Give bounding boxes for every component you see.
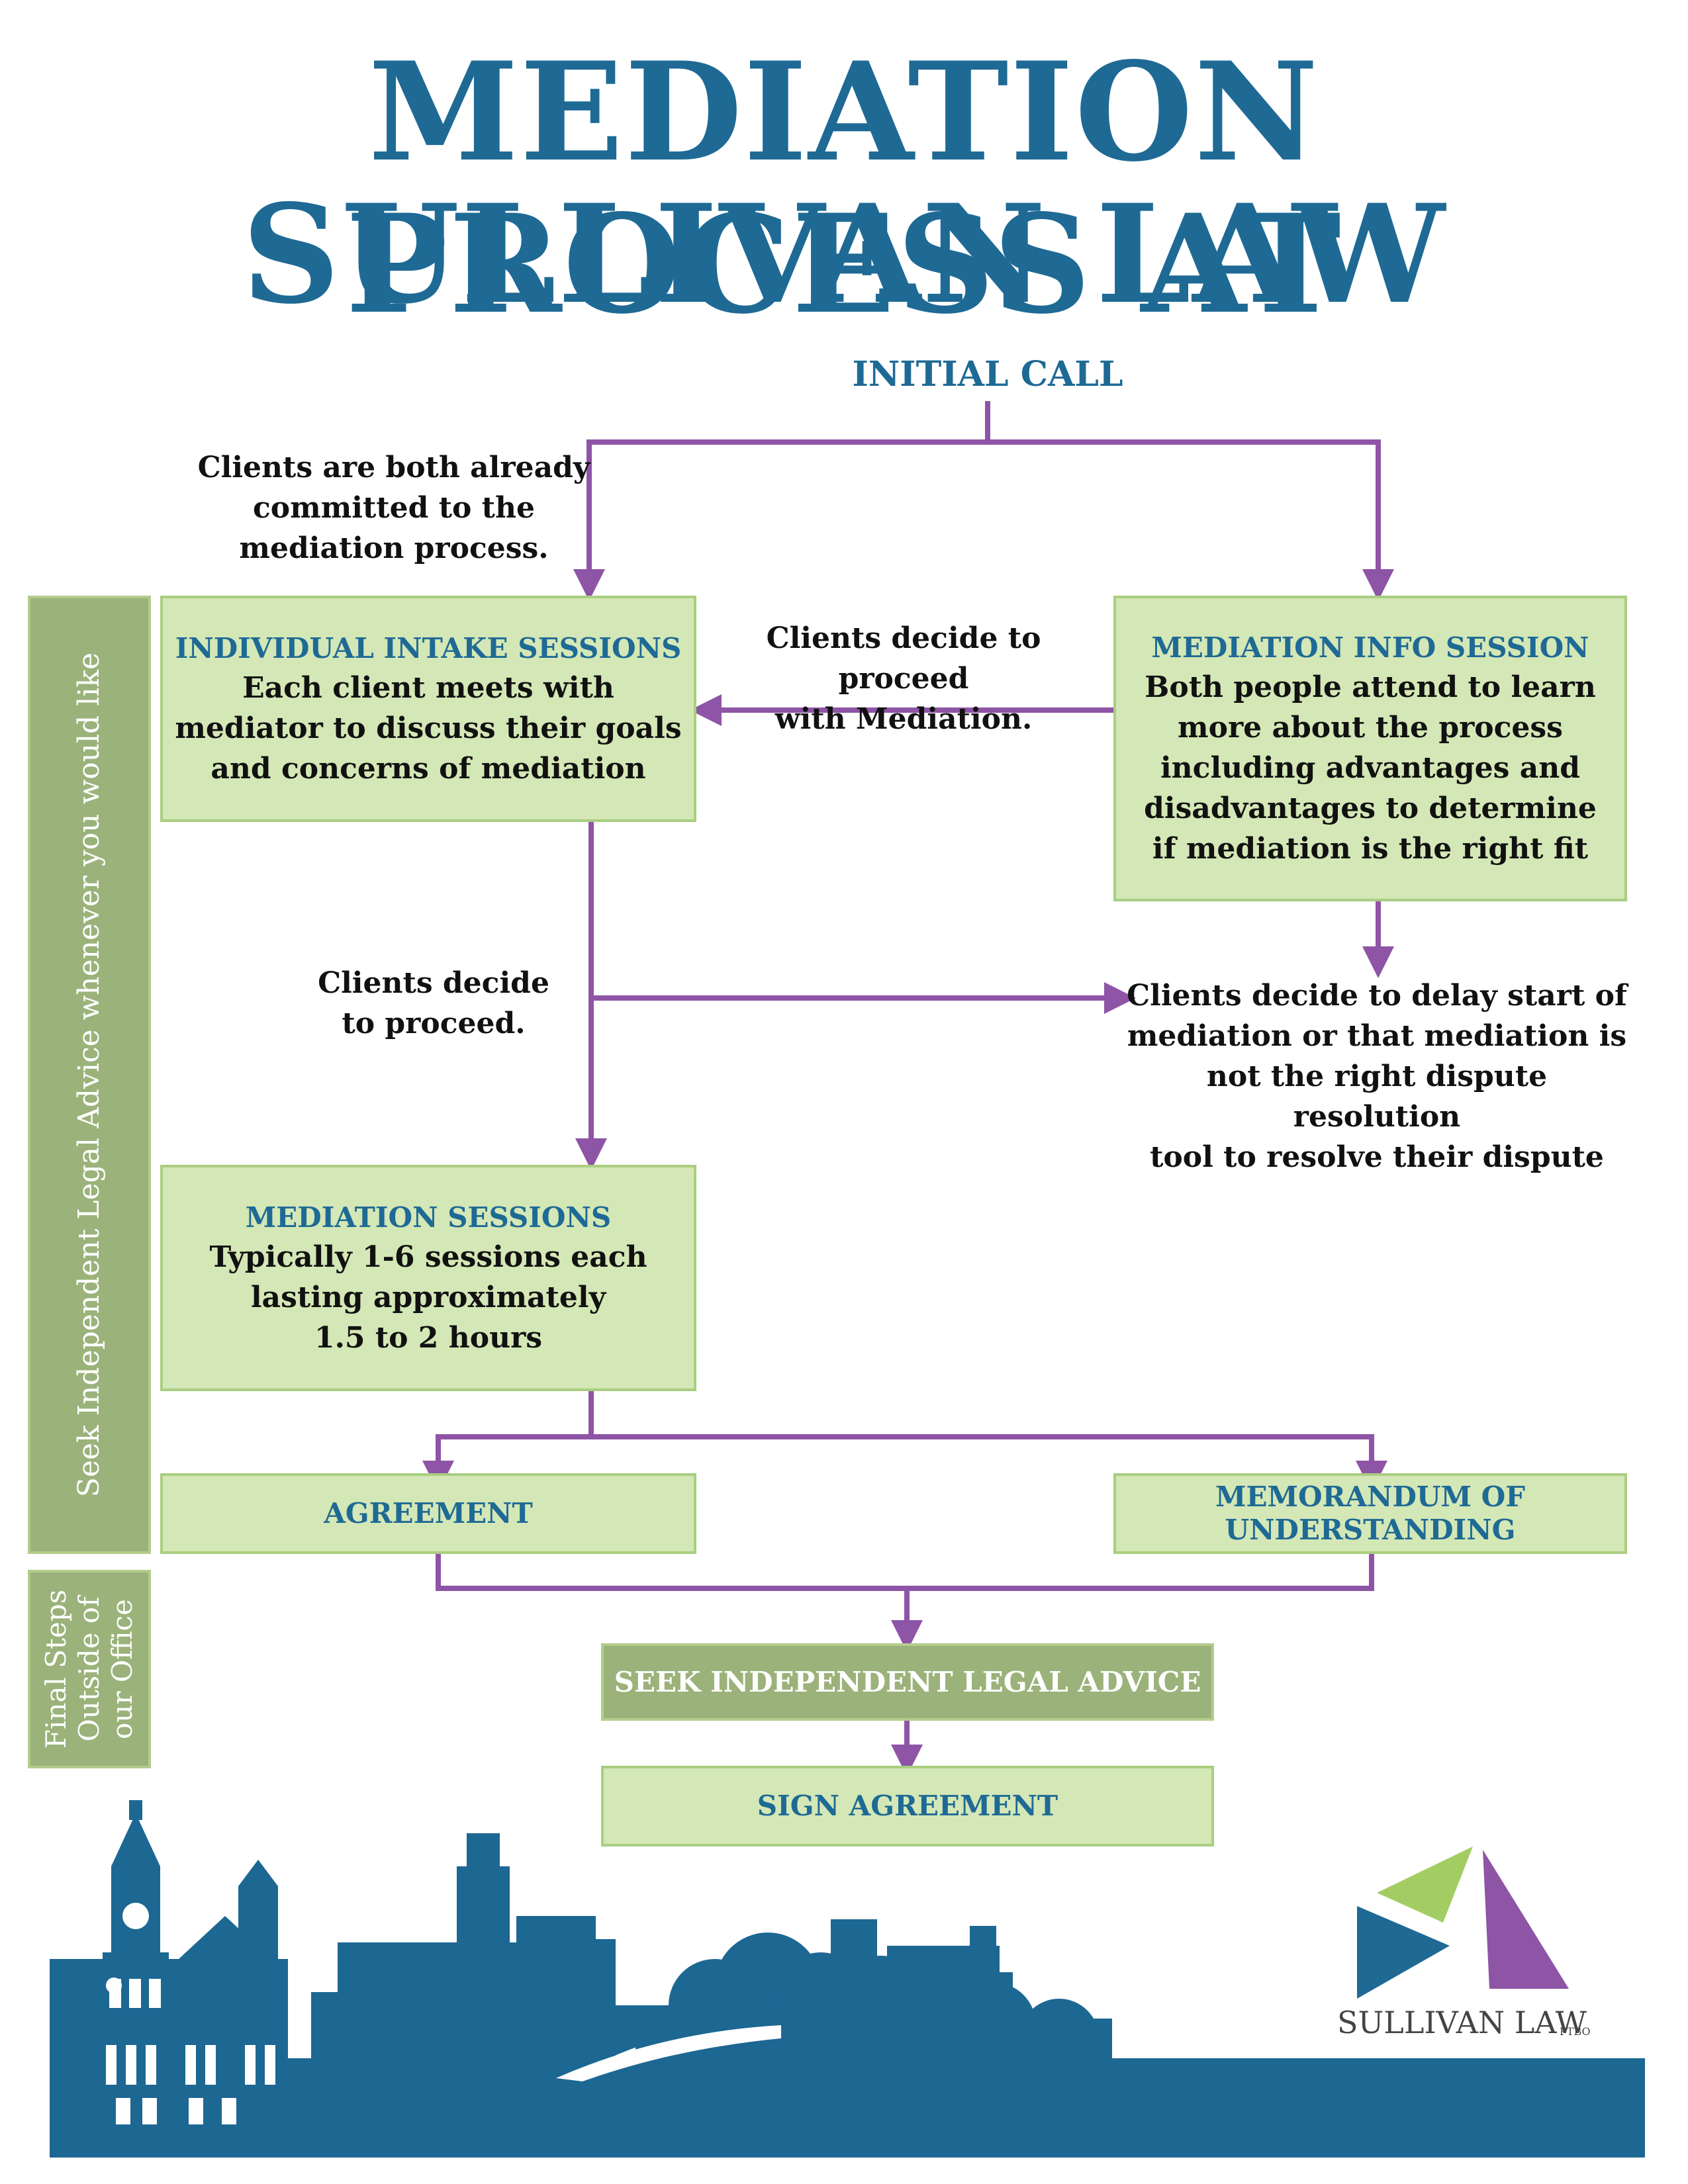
memorandum-label-line: UNDERSTANDING [1225, 1514, 1516, 1546]
memorandum-label-line: MEMORANDUM OF [1215, 1480, 1526, 1513]
committed-note-line: committed to the [253, 491, 535, 525]
delay-note-line: not the right dispute resolution [1206, 1060, 1548, 1134]
info-session-line: disadvantages to determine [1144, 791, 1597, 825]
seek-advice-label: SEEK INDEPENDENT LEGAL ADVICE [614, 1665, 1201, 1698]
city-skyline-illustration [50, 1800, 1645, 2158]
final-steps-line: our Office [106, 1599, 138, 1739]
info-session-line: if mediation is the right fit [1152, 831, 1589, 866]
committed-note-line: mediation process. [239, 531, 549, 565]
agreement-box: AGREEMENT [160, 1473, 696, 1554]
mediation-sessions-line: lasting approximately [250, 1280, 606, 1314]
info-session-line: more about the process [1178, 710, 1563, 745]
delay-note-line: tool to resolve their dispute [1150, 1140, 1604, 1174]
mediation-sessions-line: Typically 1-6 sessions each [209, 1240, 647, 1274]
mediation-sessions-heading: MEDIATION SESSIONS [245, 1201, 612, 1234]
proceed-mediation-note: Clients decide to proceed with Mediation… [702, 618, 1105, 739]
intake-sessions-line: Each client meets with [242, 670, 614, 705]
proceed-mediation-note-line: with Mediation. [774, 702, 1033, 736]
advice-sidebar: Seek Independent Legal Advice whenever y… [28, 596, 151, 1554]
mediation-sessions-box: MEDIATION SESSIONS Typically 1-6 session… [160, 1165, 696, 1391]
seek-advice-box: SEEK INDEPENDENT LEGAL ADVICE [601, 1643, 1214, 1721]
final-steps-sidebar: Final Steps Outside of our Office [28, 1570, 151, 1768]
proceed-mediation-note-line: Clients decide to proceed [766, 621, 1041, 696]
mediation-sessions-line: 1.5 to 2 hours [314, 1320, 543, 1355]
page-title-line-2: SULLIVAN LAW [242, 175, 1446, 334]
intake-sessions-line: mediator to discuss their goals [175, 711, 682, 745]
intake-sessions-box: INDIVIDUAL INTAKE SESSIONS Each client m… [160, 596, 696, 822]
info-session-line: Both people attend to learn [1145, 670, 1596, 704]
page-title-line-1: MEDIATION PROCESS AT [346, 33, 1342, 344]
info-session-heading: MEDIATION INFO SESSION [1151, 631, 1589, 664]
committed-note-line: Clients are both already [197, 451, 590, 484]
proceed-note-line: to proceed. [342, 1007, 526, 1040]
intake-sessions-heading: INDIVIDUAL INTAKE SESSIONS [175, 631, 682, 664]
initial-call-label: INITIAL CALL [852, 354, 1123, 394]
agreement-label: AGREEMENT [324, 1497, 533, 1529]
intake-sessions-line: and concerns of mediation [211, 751, 646, 786]
final-steps-label: Final Steps Outside of our Office [40, 1590, 139, 1749]
sign-agreement-label: SIGN AGREEMENT [757, 1790, 1058, 1822]
sullivan-law-logo-icon [1357, 1846, 1569, 1999]
delay-note-line: Clients decide to delay start of [1127, 979, 1627, 1013]
sign-agreement-box: SIGN AGREEMENT [601, 1766, 1214, 1846]
info-session-box: MEDIATION INFO SESSION Both people atten… [1113, 596, 1627, 901]
delay-note-line: mediation or that mediation is [1127, 1019, 1627, 1053]
memorandum-box: MEMORANDUM OF UNDERSTANDING [1113, 1473, 1627, 1554]
final-steps-line: Final Steps [40, 1589, 72, 1749]
delay-note: Clients decide to delay start of mediati… [1119, 976, 1635, 1177]
proceed-note: Clients decide to proceed. [278, 963, 589, 1044]
committed-note: Clients are both already committed to th… [192, 447, 596, 569]
logo-name: SULLIVAN LAW [1337, 2005, 1587, 2040]
final-steps-line: Outside of [73, 1596, 105, 1742]
proceed-note-line: Clients decide [318, 966, 549, 1000]
advice-sidebar-label: Seek Independent Legal Advice whenever y… [72, 652, 106, 1498]
info-session-line: including advantages and [1160, 751, 1581, 785]
connector-merge [436, 1554, 1374, 1591]
logo-suffix: PTBO [1560, 2025, 1591, 2038]
